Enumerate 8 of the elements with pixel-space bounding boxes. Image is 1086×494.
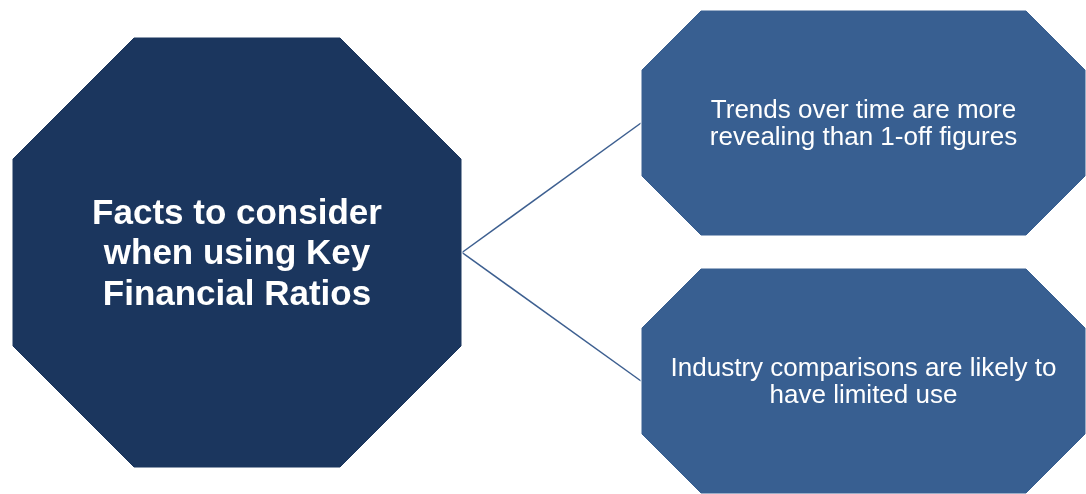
octagon-node xyxy=(641,268,1086,494)
node-text: Facts to consider when using Key Financial Ratios xyxy=(91,192,383,313)
connector-line xyxy=(461,251,642,382)
octagon-node xyxy=(641,10,1086,236)
octagon-node xyxy=(12,37,462,468)
node-text: Industry comparisons are likely to have limited use xyxy=(669,353,1058,409)
connector-line xyxy=(461,122,642,254)
node-text: Trends over time are more revealing than 1-off figures xyxy=(708,95,1019,151)
